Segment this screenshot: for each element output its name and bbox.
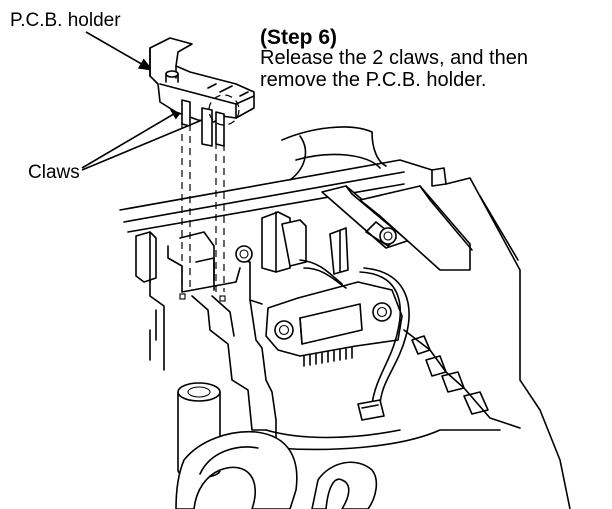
step-instruction-line-2: remove the P.C.B. holder. — [260, 69, 486, 91]
pcb-holder-part — [149, 37, 255, 147]
step-instruction-line-1: Release the 2 claws, and then — [260, 47, 528, 69]
claw-highlight-circle — [208, 94, 240, 126]
claws-leader-1 — [81, 107, 186, 169]
pcb-holder-label: P.C.B. holder — [10, 10, 121, 31]
pcb-holder-leader — [85, 31, 154, 71]
claws-label: Claws — [28, 162, 80, 183]
chassis — [119, 126, 571, 509]
step-title: (Step 6) — [260, 26, 337, 49]
alignment-guides — [181, 122, 225, 292]
